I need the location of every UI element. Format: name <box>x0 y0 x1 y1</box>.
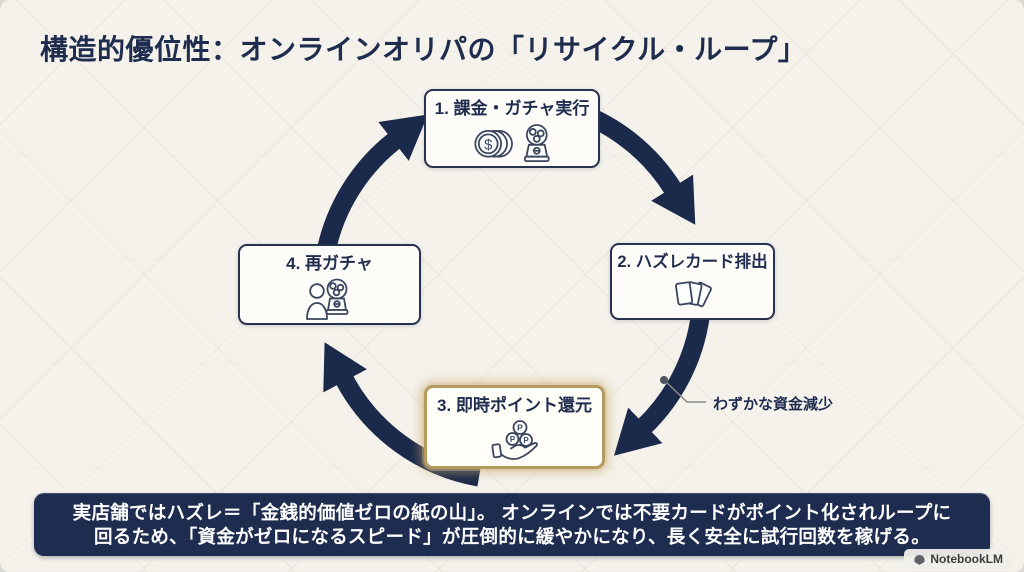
annotation-leader-line <box>660 376 706 403</box>
annotation-slight-fund-decrease: わずかな資金減少 <box>713 396 834 413</box>
arrow-step2-to-step3 <box>613 314 710 456</box>
person-with-gacha-machine-icon <box>305 278 348 321</box>
svg-text:P: P <box>523 436 529 445</box>
cycle-step-1-label: 1. 課金・ガチャ実行 <box>434 99 590 118</box>
notebooklm-watermark-label: NotebookLM <box>930 552 1003 566</box>
cycle-step-3-label: 3. 即時ポイント還元 <box>437 396 592 415</box>
svg-text:P: P <box>509 435 515 444</box>
svg-text:P: P <box>517 423 523 433</box>
cycle-step-2-box: 2. ハズレカード排出 <box>610 243 775 320</box>
coins-and-gacha-machine-icon: $ <box>474 124 550 163</box>
cycle-step-4-box: 4. 再ガチャ <box>238 244 421 325</box>
cycle-step-1-box: 1. 課金・ガチャ実行 $ <box>424 89 600 168</box>
svg-text:$: $ <box>484 138 493 154</box>
cycle-step-4-label: 4. 再ガチャ <box>286 254 373 273</box>
page-title: 構造的優位性：オンラインオリパの「リサイクル・ループ」 <box>40 34 807 65</box>
arrow-step4-to-step1 <box>316 114 428 253</box>
trading-cards-icon <box>674 281 712 307</box>
arrow-step3-to-step4 <box>323 342 481 487</box>
cycle-step-2-label: 2. ハズレカード排出 <box>617 253 768 271</box>
cycle-step-3-box: 3. 即時ポイント還元 P P P <box>424 385 605 469</box>
summary-banner-line-1: 実店舗ではハズレ＝「金銭的価値ゼロの紙の山」。 オンラインでは不要カードがポイン… <box>72 501 952 523</box>
notebooklm-logo-icon <box>914 554 925 565</box>
notebooklm-watermark: NotebookLM <box>904 549 1012 569</box>
summary-banner: 実店舗ではハズレ＝「金銭的価値ゼロの紙の山」。 オンラインでは不要カードがポイン… <box>34 493 990 556</box>
hand-with-point-coins-icon: P P P <box>490 420 538 461</box>
summary-banner-line-2: 回るため、「資金がゼロになるスピード」が圧倒的に緩やかになり、長く安全に試行回数… <box>93 525 930 547</box>
